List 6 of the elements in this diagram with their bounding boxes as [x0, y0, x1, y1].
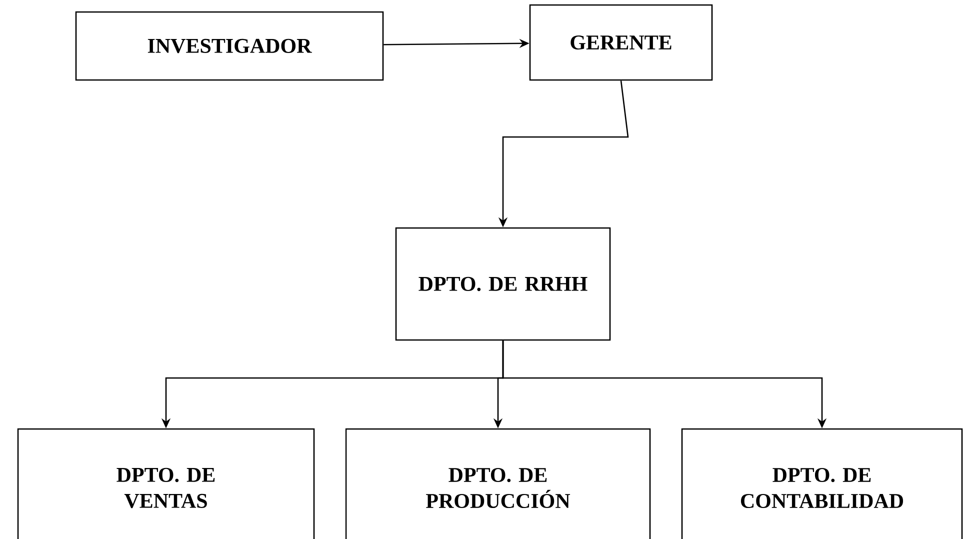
- org-box: INVESTIGADOR: [75, 11, 384, 81]
- org-box: DPTO. DE CONTABILIDAD: [681, 428, 963, 539]
- org-box: DPTO. DE PRODUCCIÓN: [345, 428, 651, 539]
- org-box: DPTO. DE RRHH: [395, 227, 611, 341]
- org-box: DPTO. DE VENTAS: [17, 428, 315, 539]
- org-box: GERENTE: [529, 4, 713, 81]
